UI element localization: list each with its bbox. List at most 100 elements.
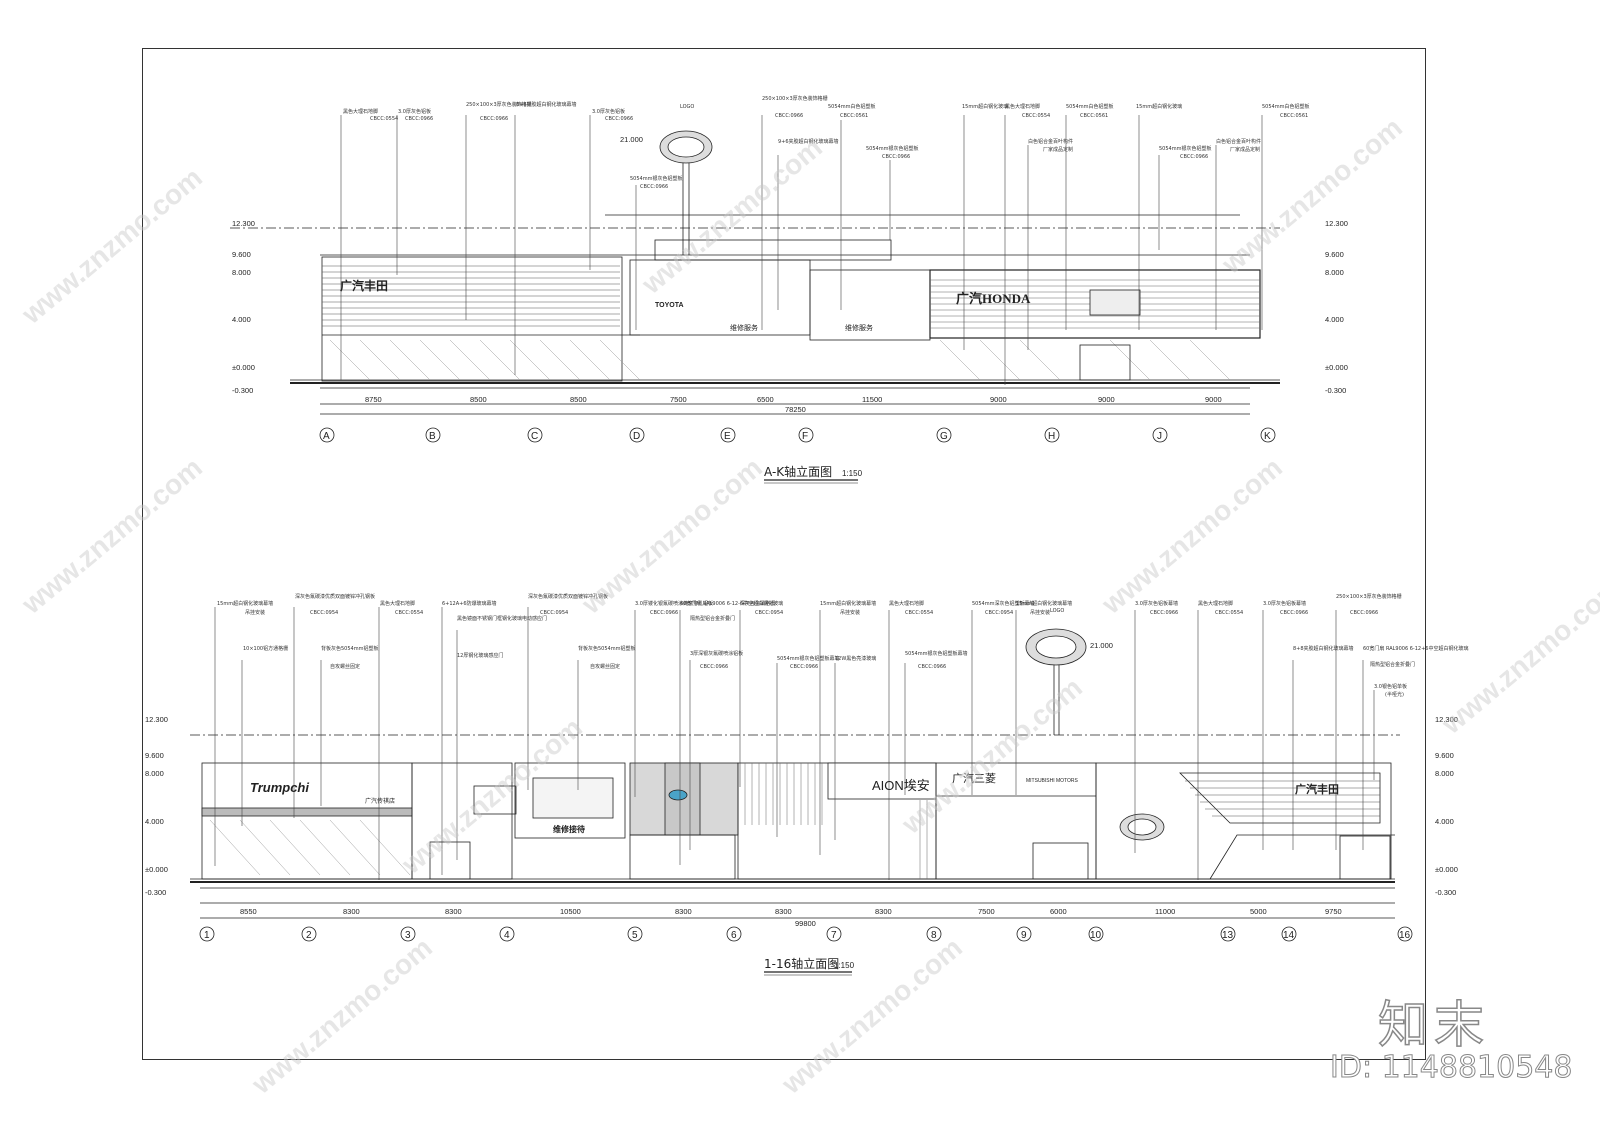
svg-text:3.0厚灰色铝板: 3.0厚灰色铝板 — [592, 108, 625, 115]
level-8000: 8.000 — [232, 268, 251, 277]
svg-text:CBCC:0966: CBCC:0966 — [640, 184, 668, 190]
svg-text:CBCC:0966: CBCC:0966 — [650, 610, 678, 616]
axis-6: 6 — [731, 930, 737, 941]
logo-label-1: LOGO — [680, 104, 694, 110]
svg-text:9750: 9750 — [1325, 907, 1342, 916]
svg-text:8+8夹胶超白钢化玻璃幕墙: 8+8夹胶超白钢化玻璃幕墙 — [516, 101, 577, 108]
svg-text:250×100×3厚灰色装饰格栅: 250×100×3厚灰色装饰格栅 — [1336, 593, 1402, 600]
svg-text:隔热型铝合金折叠门: 隔热型铝合金折叠门 — [690, 615, 735, 622]
svg-text:CBCC:0554: CBCC:0554 — [1022, 113, 1050, 119]
svg-text:深灰色氟碳漆优质双面镀锌冲孔钢板: 深灰色氟碳漆优质双面镀锌冲孔钢板 — [528, 593, 608, 600]
svg-text:5000: 5000 — [1250, 907, 1267, 916]
svg-text:10×100铝方通格栅: 10×100铝方通格栅 — [243, 645, 288, 652]
svg-text:250×100×3厚灰色装饰格栅: 250×100×3厚灰色装饰格栅 — [762, 95, 828, 102]
axis-3: 3 — [405, 930, 411, 941]
svg-text:CBCC:0966: CBCC:0966 — [775, 113, 803, 119]
svg-text:5054mm白色铝塑板: 5054mm白色铝塑板 — [1262, 103, 1309, 110]
svg-text:背板灰色5054mm铝塑板: 背板灰色5054mm铝塑板 — [321, 645, 378, 652]
drawing-scale-2: 1:150 — [834, 961, 855, 970]
svg-text:4.000: 4.000 — [145, 817, 164, 826]
brand-mitsubishi-motors: MITSUBISHI MOTORS — [1026, 778, 1079, 784]
svg-text:CBCC:0561: CBCC:0561 — [1080, 113, 1108, 119]
svg-text:CBCC:0966: CBCC:0966 — [480, 116, 508, 122]
axis-7: 7 — [831, 930, 837, 941]
brand-aion: AION埃安 — [872, 778, 930, 793]
axis-D: D — [633, 431, 640, 442]
axis-H: H — [1048, 431, 1055, 442]
svg-text:(半哑光): (半哑光) — [1385, 691, 1404, 698]
axis-13: 13 — [1222, 930, 1234, 941]
svg-text:60宽门扇 RAL9006 6-12+6中空超白钢化玻璃: 60宽门扇 RAL9006 6-12+6中空超白钢化玻璃 — [1363, 645, 1468, 652]
svg-text:CBCC:0954: CBCC:0954 — [755, 610, 783, 616]
level-9600: 9.600 — [232, 250, 251, 259]
axis-G: G — [940, 431, 948, 442]
svg-text:9000: 9000 — [990, 395, 1007, 404]
svg-text:4.000: 4.000 — [1325, 315, 1344, 324]
axis-1: 1 — [204, 930, 210, 941]
axis-8: 8 — [931, 930, 937, 941]
svg-text:9.600: 9.600 — [145, 751, 164, 760]
axis-14: 14 — [1283, 930, 1295, 941]
axis-C: C — [531, 431, 538, 442]
drawing-scale-1: 1:150 — [842, 469, 863, 478]
svg-text:CBCC:0554: CBCC:0554 — [1215, 610, 1243, 616]
svg-text:8300: 8300 — [775, 907, 792, 916]
sign-reception: 维修接待 — [553, 824, 585, 834]
svg-text:-0.300: -0.300 — [145, 888, 166, 897]
sign-service-1: 维修服务 — [730, 323, 758, 332]
drawing-title-1: A-K轴立面图 — [764, 464, 832, 479]
svg-text:8300: 8300 — [675, 907, 692, 916]
svg-text:21.000: 21.000 — [1090, 641, 1113, 650]
svg-text:CBCC:0554: CBCC:0554 — [395, 610, 423, 616]
axis-16: 16 — [1399, 930, 1411, 941]
svg-text:±0.000: ±0.000 — [145, 865, 168, 874]
axis-E: E — [724, 431, 731, 442]
svg-text:CBCC:0954: CBCC:0954 — [540, 610, 568, 616]
svg-text:吊挂安装: 吊挂安装 — [245, 609, 265, 616]
brand-gac-mitsubishi: 广汽三菱 — [952, 771, 996, 785]
svg-text:9+6夹胶超白钢化玻璃幕墙: 9+6夹胶超白钢化玻璃幕墙 — [778, 138, 839, 145]
drawing-frame — [142, 48, 1426, 1060]
svg-text:5054mm白色铝塑板: 5054mm白色铝塑板 — [828, 103, 875, 110]
svg-text:隔热型铝合金折叠门: 隔热型铝合金折叠门 — [1370, 661, 1415, 668]
svg-text:3厚深银灰氟碳喷涂铝板: 3厚深银灰氟碳喷涂铝板 — [690, 650, 743, 657]
svg-text:9000: 9000 — [1205, 395, 1222, 404]
svg-text:CBCC:0966: CBCC:0966 — [405, 116, 433, 122]
svg-text:黑色大理石地脚: 黑色大理石地脚 — [1198, 600, 1233, 607]
level-12300: 12.300 — [232, 219, 255, 228]
svg-text:15mm超白钢化玻璃幕墙: 15mm超白钢化玻璃幕墙 — [1016, 600, 1072, 607]
svg-text:5054mm银灰色铝塑板幕墙: 5054mm银灰色铝塑板幕墙 — [905, 650, 967, 657]
svg-text:黑色镜面不锈钢门框钢化玻璃电动感应门: 黑色镜面不锈钢门框钢化玻璃电动感应门 — [457, 615, 547, 622]
svg-text:黑色大理石地脚: 黑色大理石地脚 — [1005, 103, 1040, 110]
svg-text:8300: 8300 — [875, 907, 892, 916]
svg-text:8300: 8300 — [445, 907, 462, 916]
svg-text:CBCC:0966: CBCC:0966 — [790, 664, 818, 670]
svg-text:CBCC:0966: CBCC:0966 — [1280, 610, 1308, 616]
svg-text:3.0厚镂化银氟碳喷涂蜂窝穿孔铝板: 3.0厚镂化银氟碳喷涂蜂窝穿孔铝板 — [635, 600, 713, 607]
axis-A: A — [323, 431, 330, 442]
logo-elevation: 21.000 — [620, 135, 643, 144]
svg-text:5054mm银灰色铝塑板幕墙: 5054mm银灰色铝塑板幕墙 — [777, 655, 839, 662]
svg-text:CBCC:0954: CBCC:0954 — [985, 610, 1013, 616]
svg-text:CBCC:0554: CBCC:0554 — [905, 610, 933, 616]
svg-text:8750: 8750 — [365, 395, 382, 404]
svg-text:5054mm银灰色铝塑板: 5054mm银灰色铝塑板 — [866, 145, 918, 152]
svg-text:吊挂安装: 吊挂安装 — [1030, 609, 1050, 616]
svg-text:CBCC:0966: CBCC:0966 — [1150, 610, 1178, 616]
svg-text:12W黑色亮漆玻璃: 12W黑色亮漆玻璃 — [835, 655, 876, 662]
svg-text:3.0厚灰色铝板幕墙: 3.0厚灰色铝板幕墙 — [1135, 600, 1178, 607]
svg-text:3.0厚灰色铝板: 3.0厚灰色铝板 — [398, 108, 431, 115]
svg-text:8300: 8300 — [343, 907, 360, 916]
brand-trumpchi: Trumpchi — [250, 780, 309, 795]
brand-gac-toyota-2: 广汽丰田 — [1295, 782, 1339, 796]
level-4000: 4.000 — [232, 315, 251, 324]
svg-text:7500: 7500 — [978, 907, 995, 916]
svg-text:CBCC:0966: CBCC:0966 — [700, 664, 728, 670]
axis-K: K — [1264, 431, 1271, 442]
svg-text:3.0厚灰色铝板幕墙: 3.0厚灰色铝板幕墙 — [1263, 600, 1306, 607]
svg-text:6000: 6000 — [1050, 907, 1067, 916]
total-length-1: 78250 — [785, 405, 806, 414]
svg-text:15mm超白钢化玻璃幕墙: 15mm超白钢化玻璃幕墙 — [820, 600, 876, 607]
svg-text:±0.000: ±0.000 — [1325, 363, 1348, 372]
